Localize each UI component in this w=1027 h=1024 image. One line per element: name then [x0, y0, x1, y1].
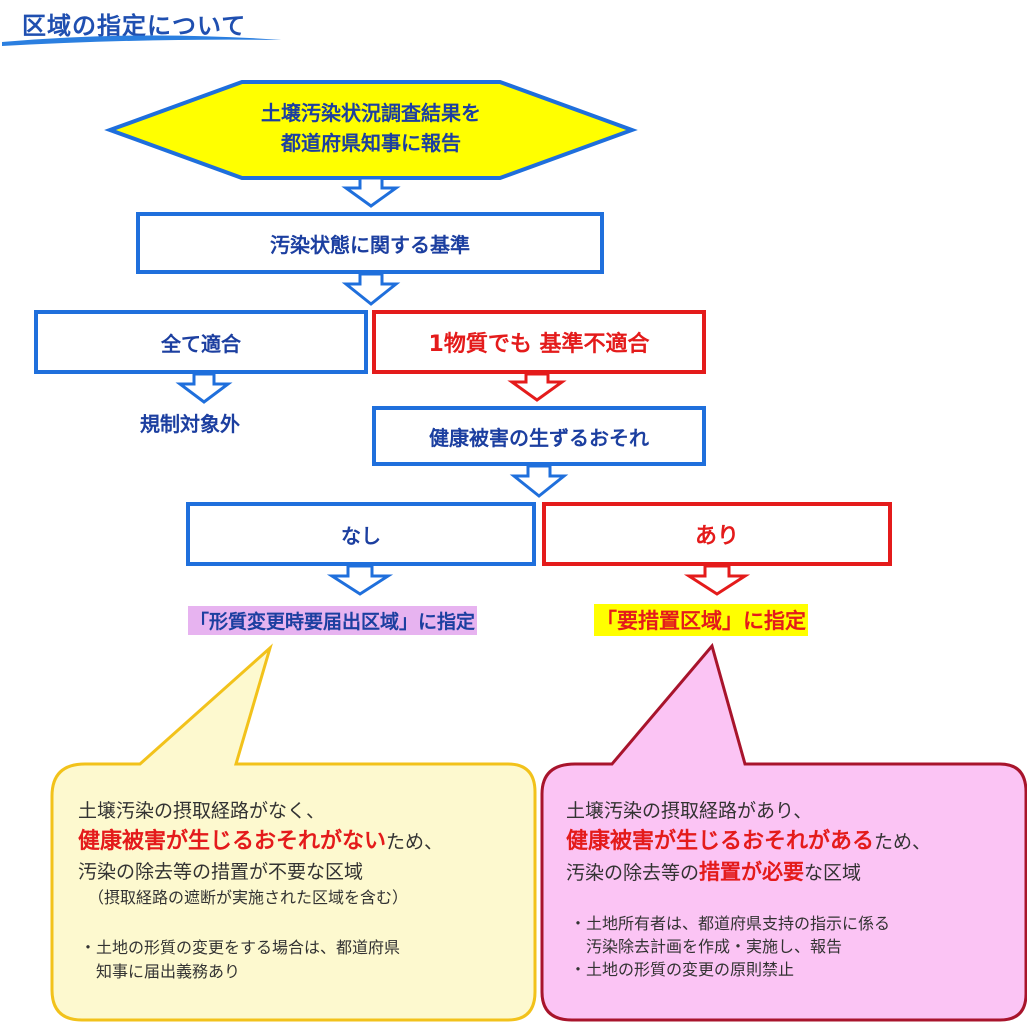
page-title: 区域の指定について [22, 12, 247, 40]
bubble-left-note-1: ・土地の形質の変更をする場合は、都道府県 [80, 938, 401, 957]
bubble-left-note-2: 知事に届出義務あり [96, 962, 241, 981]
title-underline-swoosh [2, 35, 282, 46]
arrow-noncompliant-to-risk [507, 372, 567, 402]
designation-change-label: 「形質変更時要届出区域」に指定 [188, 606, 478, 635]
arrow-criteria-split [341, 272, 401, 306]
bubble-right-line-2: 健康被害が生じるおそれがあるため、 [566, 828, 932, 854]
risk-exists-box: あり [542, 502, 892, 566]
arrow-start-to-criteria [341, 176, 401, 208]
criteria-box: 汚染状態に関する基準 [136, 212, 604, 274]
health-risk-box: 健康被害の生ずるおそれ [372, 406, 706, 466]
risk-none-box: なし [186, 502, 536, 566]
start-line-2: 都道府県知事に報告 [281, 131, 461, 155]
bubble-left-notes: ・土地の形質の変更をする場合は、都道府県 知事に届出義務あり [80, 936, 400, 984]
excluded-label: 規制対象外 [140, 412, 240, 436]
arrow-exists-to-designation [683, 564, 751, 596]
bubble-right-note-1: ・土地所有者は、都道府県支持の指示に係る [570, 914, 891, 933]
non-compliant-box: 1物質でも 基準不適合 [372, 310, 706, 374]
bubble-left-shape [50, 643, 537, 1022]
bubble-left-line-2: 健康被害が生じるおそれがないため、 [78, 828, 444, 854]
start-line-1: 土壌汚染状況調査結果を [261, 101, 481, 125]
start-box-text: 土壌汚染状況調査結果を 都道府県知事に報告 [110, 98, 632, 158]
arrow-risk-split [509, 464, 569, 498]
bubble-right-note-2: 汚染除去計画を作成・実施し、報告 [586, 937, 843, 956]
bubble-left-line-1: 土壌汚染の摂取経路がなく、 [78, 800, 326, 822]
arrow-all-ok-to-excluded [175, 372, 233, 404]
bubble-left-line-4: （摂取経路の遮断が実施された区域を含む） [88, 888, 409, 907]
all-compliant-box: 全て適合 [34, 310, 368, 374]
arrow-none-to-designation [326, 564, 394, 596]
bubble-right-line-3: 汚染の除去等の措置が必要な区域 [566, 859, 862, 884]
bubble-left-text: 土壌汚染の摂取経路がなく、 健康被害が生じるおそれがないため、 汚染の除去等の措… [78, 796, 443, 909]
bubble-right-line-1: 土壌汚染の摂取経路があり、 [566, 800, 813, 822]
designation-action-label: 「要措置区域」に指定 [594, 604, 808, 636]
start-hexagon [104, 80, 638, 180]
bubble-right-text: 土壌汚染の摂取経路があり、 健康被害が生じるおそれがあるため、 汚染の除去等の措… [566, 796, 931, 888]
bubble-right-shape [540, 642, 1027, 1022]
bubble-right-notes: ・土地所有者は、都道府県支持の指示に係る 汚染除去計画を作成・実施し、報告 ・土… [570, 912, 890, 981]
bubble-right-note-3: ・土地の形質の変更の原則禁止 [570, 960, 795, 979]
bubble-left-line-3: 汚染の除去等の措置が不要な区域 [78, 861, 364, 883]
